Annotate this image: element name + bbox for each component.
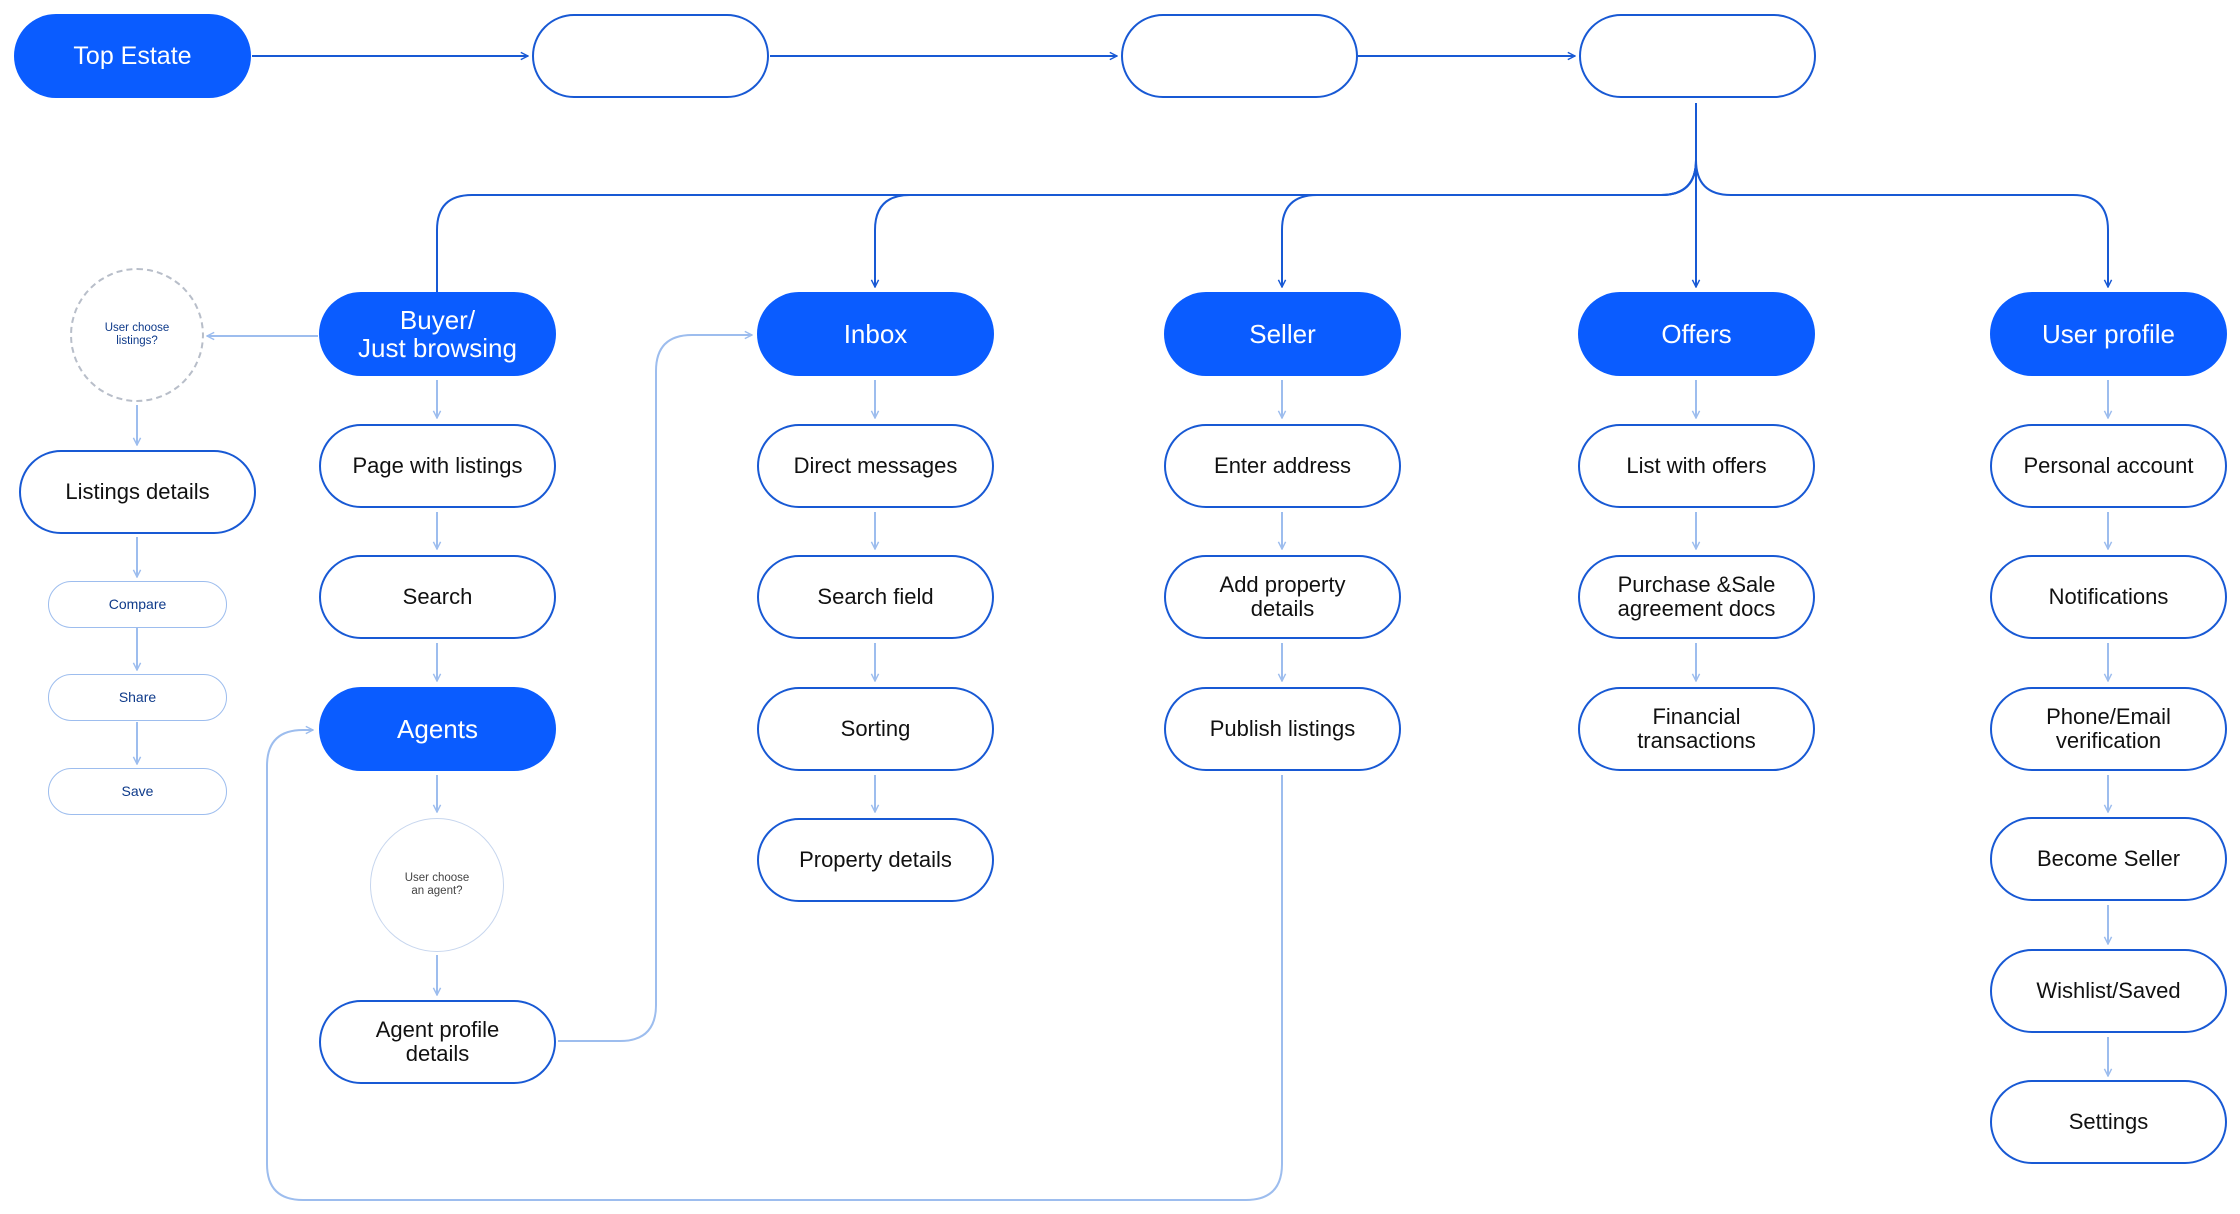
phone-email-verification-node[interactable]: Phone/Email verification xyxy=(1990,687,2227,771)
share-action[interactable]: Share xyxy=(48,674,227,721)
sorting-label: Sorting xyxy=(840,716,911,742)
page-with-listings-label: Page with listings xyxy=(352,453,523,479)
become-seller-node[interactable]: Become Seller xyxy=(1990,817,2227,901)
add-property-details-node[interactable]: Add property details xyxy=(1164,555,1401,639)
search-label: Search xyxy=(402,584,473,610)
property-details-node[interactable]: Property details xyxy=(757,818,994,902)
top-estate-label: Top Estate xyxy=(73,41,192,70)
direct-messages-label: Direct messages xyxy=(793,453,958,479)
top-flow-step-3[interactable] xyxy=(1579,14,1816,98)
column-connectors xyxy=(137,335,2108,1201)
financial-transactions-node[interactable]: Financial transactions xyxy=(1578,687,1815,771)
list-with-offers-node[interactable]: List with offers xyxy=(1578,424,1815,508)
publish-listings-node[interactable]: Publish listings xyxy=(1164,687,1401,771)
wishlist-saved-label: Wishlist/Saved xyxy=(2036,978,2181,1004)
buyer-header-label: Buyer/ Just browsing xyxy=(358,304,517,363)
seller-header-label: Seller xyxy=(1249,318,1316,349)
top-estate-node[interactable]: Top Estate xyxy=(14,14,251,98)
seller-header[interactable]: Seller xyxy=(1164,292,1401,376)
compare-action[interactable]: Compare xyxy=(48,581,227,628)
decision-user-choose-listings: User choose listings? xyxy=(70,268,204,402)
listings-details-label: Listings details xyxy=(65,479,210,505)
personal-account-label: Personal account xyxy=(2023,453,2194,479)
financial-transactions-label: Financial transactions xyxy=(1637,704,1756,753)
sorting-node[interactable]: Sorting xyxy=(757,687,994,771)
inbox-header-label: Inbox xyxy=(843,318,908,349)
agent-profile-details-node[interactable]: Agent profile details xyxy=(319,1000,556,1084)
notifications-label: Notifications xyxy=(2048,584,2169,610)
notifications-node[interactable]: Notifications xyxy=(1990,555,2227,639)
settings-label: Settings xyxy=(2068,1109,2149,1135)
top-flow-step-1[interactable] xyxy=(532,14,769,98)
inbox-header[interactable]: Inbox xyxy=(757,292,994,376)
top-flow-step-2[interactable] xyxy=(1121,14,1358,98)
settings-node[interactable]: Settings xyxy=(1990,1080,2227,1164)
listings-details-node[interactable]: Listings details xyxy=(19,450,256,534)
purchase-sale-docs-node[interactable]: Purchase &Sale agreement docs xyxy=(1578,555,1815,639)
search-node[interactable]: Search xyxy=(319,555,556,639)
user-profile-header[interactable]: User profile xyxy=(1990,292,2227,376)
search-field-node[interactable]: Search field xyxy=(757,555,994,639)
branch-connectors xyxy=(436,103,2108,298)
decision-user-choose-agent: User choose an agent? xyxy=(370,818,504,952)
add-property-details-label: Add property details xyxy=(1219,572,1346,621)
loop-publish-to-agents xyxy=(266,730,1283,1201)
phone-email-verification-label: Phone/Email verification xyxy=(2046,704,2171,753)
search-field-label: Search field xyxy=(817,584,934,610)
buyer-header[interactable]: Buyer/ Just browsing xyxy=(319,292,556,376)
publish-listings-label: Publish listings xyxy=(1209,716,1356,742)
list-with-offers-label: List with offers xyxy=(1626,453,1767,479)
enter-address-node[interactable]: Enter address xyxy=(1164,424,1401,508)
offers-header-label: Offers xyxy=(1661,318,1732,349)
save-label: Save xyxy=(121,782,154,799)
enter-address-label: Enter address xyxy=(1214,453,1351,479)
personal-account-node[interactable]: Personal account xyxy=(1990,424,2227,508)
user-profile-header-label: User profile xyxy=(2042,318,2175,349)
compare-label: Compare xyxy=(108,595,167,612)
offers-header[interactable]: Offers xyxy=(1578,292,1815,376)
property-details-label: Property details xyxy=(799,847,952,873)
decision-label: User choose listings? xyxy=(104,322,170,347)
agents-header[interactable]: Agents xyxy=(319,687,556,771)
become-seller-label: Become Seller xyxy=(2036,846,2181,872)
wishlist-saved-node[interactable]: Wishlist/Saved xyxy=(1990,949,2227,1033)
page-with-listings-node[interactable]: Page with listings xyxy=(319,424,556,508)
agents-header-label: Agents xyxy=(397,713,478,744)
direct-messages-node[interactable]: Direct messages xyxy=(757,424,994,508)
save-action[interactable]: Save xyxy=(48,768,227,815)
purchase-sale-docs-label: Purchase &Sale agreement docs xyxy=(1617,572,1776,621)
agent-profile-details-label: Agent profile details xyxy=(375,1017,500,1066)
loop-agent-to-inbox xyxy=(558,335,752,1042)
share-label: Share xyxy=(118,688,157,705)
decision-label: User choose an agent? xyxy=(404,872,470,897)
